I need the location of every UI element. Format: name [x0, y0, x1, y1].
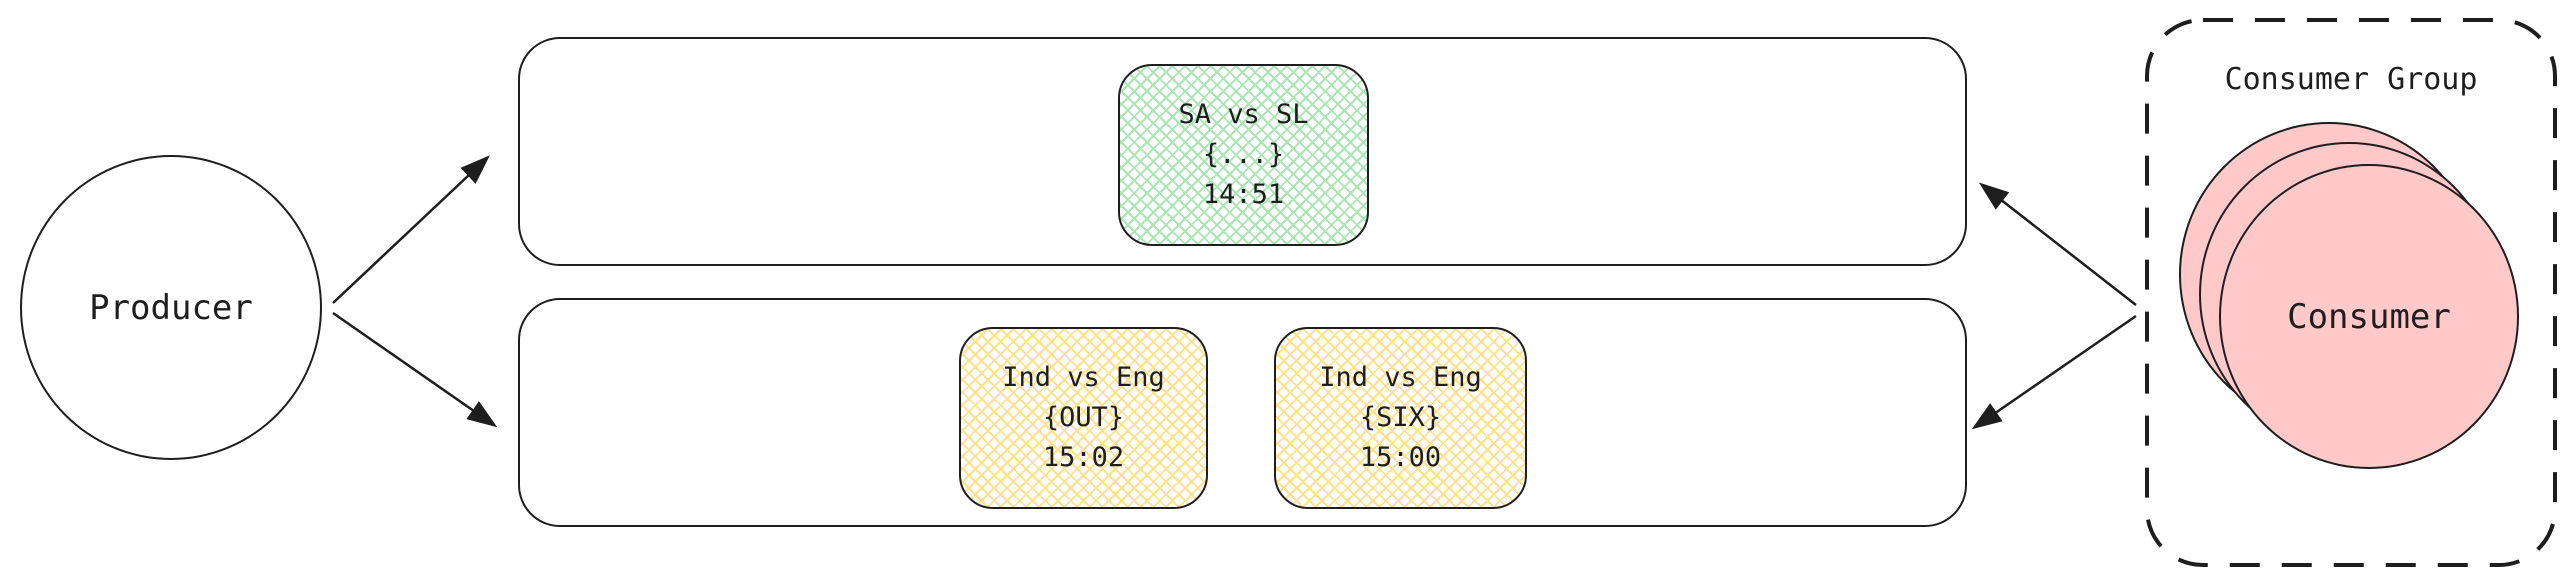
- message-card: Ind vs Eng {SIX} 15:00: [1274, 327, 1527, 509]
- consumer-label: Consumer: [2287, 296, 2451, 337]
- arrow-producer-to-partition-bottom: [332, 311, 498, 428]
- consumer-group: Consumer Group Consumer: [2145, 20, 2557, 566]
- message-time: 14:51: [1202, 179, 1285, 210]
- message-payload: {...}: [1202, 139, 1285, 170]
- consumer-node-front: Consumer: [2219, 164, 2519, 469]
- message-title: Ind vs Eng: [1319, 362, 1482, 393]
- producer-node: Producer: [20, 155, 322, 460]
- message-card: Ind vs Eng {OUT} 15:02: [959, 327, 1208, 509]
- message-title: SA vs SL: [1178, 99, 1309, 130]
- arrow-consumer-to-partition-top: [1978, 182, 2137, 306]
- producer-label: Producer: [89, 287, 253, 328]
- partition-lane-bottom: Ind vs Eng {OUT} 15:02 Ind vs Eng {SIX} …: [518, 298, 1967, 527]
- partition-lane-top: SA vs SL {...} 14:51: [518, 37, 1967, 266]
- arrow-consumer-to-partition-bottom: [1971, 314, 2137, 430]
- arrow-producer-to-partition-top: [332, 155, 490, 304]
- message-time: 15:00: [1359, 442, 1442, 473]
- message-payload: {SIX}: [1359, 402, 1442, 433]
- message-time: 15:02: [1042, 442, 1125, 473]
- message-payload: {OUT}: [1042, 402, 1125, 433]
- message-title: Ind vs Eng: [1002, 362, 1165, 393]
- message-card: SA vs SL {...} 14:51: [1118, 64, 1369, 246]
- consumer-group-title: Consumer Group: [2224, 62, 2478, 97]
